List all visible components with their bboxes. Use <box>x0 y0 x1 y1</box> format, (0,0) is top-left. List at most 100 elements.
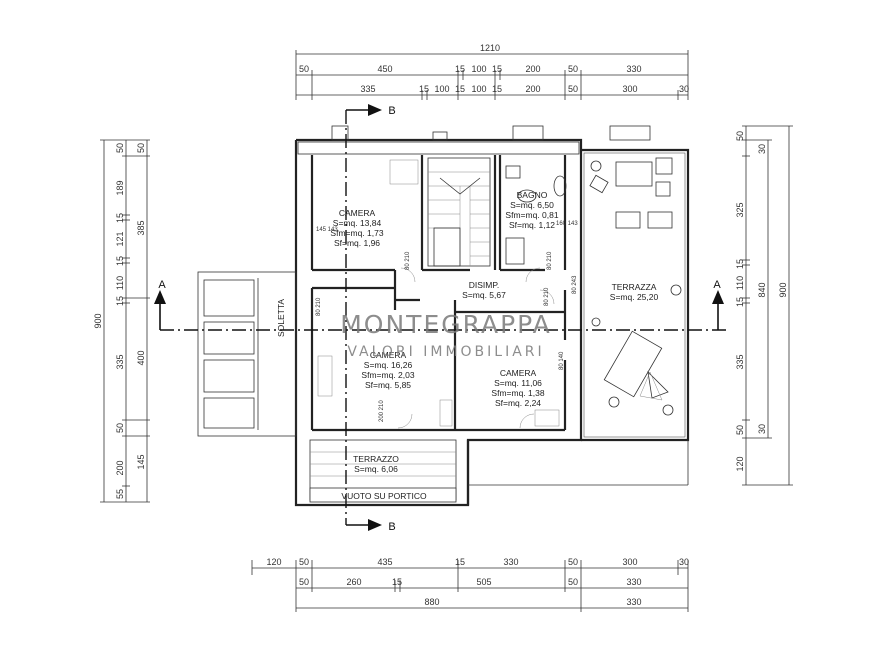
dim-left-o0: 50 <box>115 143 125 153</box>
dim-top-r2-4: 100 <box>471 84 486 94</box>
section-a-right: A <box>713 279 721 291</box>
dim-top-r2-9: 30 <box>679 84 689 94</box>
left-dimensions: 900 50 189 15 121 15 110 15 335 50 200 5… <box>93 139 150 503</box>
room-terrazzo-name: TERRAZZO <box>353 454 399 464</box>
dim-bot-r1-1: 50 <box>299 557 309 567</box>
dim-top-r1-5: 200 <box>525 64 540 74</box>
section-lines <box>154 104 728 531</box>
dim-top-r1-4: 15 <box>492 64 502 74</box>
dim-right-o8: 50 <box>735 425 745 435</box>
dim-left-o8: 50 <box>115 423 125 433</box>
room-camera-1-sf: Sf=mq. 1,96 <box>334 238 380 248</box>
room-disimp-s: S=mq. 5,67 <box>462 290 506 300</box>
opening-1: 80 210 <box>405 251 411 270</box>
dim-top-r1-2: 15 <box>455 64 465 74</box>
room-disimp-name: DISIMP. <box>469 280 500 290</box>
watermark-title: MONTEGRAPPA <box>340 310 552 339</box>
dim-bot-r3-1: 330 <box>626 597 641 607</box>
dim-left-o4: 15 <box>115 256 125 266</box>
dim-right-o4: 110 <box>735 276 745 290</box>
opening-6: 80 210 <box>544 287 550 306</box>
section-a-left: A <box>158 279 166 291</box>
room-camera-3-sf: Sf=mq. 2,24 <box>495 398 541 408</box>
dim-left-i3: 145 <box>136 454 146 469</box>
dim-top-r1-1: 450 <box>377 64 392 74</box>
right-dimensions: 50 30 325 15 110 15 335 30 50 120 840 90… <box>735 125 793 486</box>
dim-right-o2: 325 <box>735 202 745 217</box>
room-bagno: BAGNO S=mq. 6,50 Sfm=mq. 0,81 Sf=mq. 1,1… <box>505 190 558 230</box>
dim-right-o1: 30 <box>757 144 767 154</box>
room-terrazzo-s: S=mq. 6,06 <box>354 464 398 474</box>
opening-8: 80 140 <box>559 351 565 370</box>
dim-top-r2-3: 15 <box>455 84 465 94</box>
room-camera-2-name: CAMERA <box>370 350 407 360</box>
room-camera-1-name: CAMERA <box>339 208 376 218</box>
opening-5: 160 143 <box>556 221 578 227</box>
opening-tags: 145 143 80 210 80 210 80 210 80 243 160 … <box>316 221 578 422</box>
dim-bot-r3-0: 880 <box>424 597 439 607</box>
dim-bot-r1-5: 50 <box>568 557 578 567</box>
dim-left-o1: 189 <box>115 180 125 195</box>
room-camera-3-sfm: Sfm=mq. 1,38 <box>491 388 544 398</box>
room-terrazza-s: S=mq. 25,20 <box>610 292 659 302</box>
dim-top-r1-0: 50 <box>299 64 309 74</box>
dim-bot-r2-0: 50 <box>299 577 309 587</box>
dim-top-r2-2: 100 <box>434 84 449 94</box>
room-camera-2: CAMERA S=mq. 16,26 Sfm=mq. 2,03 Sf=mq. 5… <box>361 350 414 390</box>
walls <box>197 125 690 507</box>
dim-left-o3: 121 <box>115 231 125 246</box>
dim-bot-r1-3: 15 <box>455 557 465 567</box>
opening-4: 80 243 <box>572 275 578 294</box>
room-camera-2-s: S=mq. 16,26 <box>364 360 413 370</box>
dim-bot-r2-4: 50 <box>568 577 578 587</box>
room-bagno-sf: Sf=mq. 1,12 <box>509 220 555 230</box>
room-camera-3-s: S=mq. 11,06 <box>494 378 542 388</box>
dim-bot-r1-0: 120 <box>266 557 281 567</box>
dim-bot-r1-2: 435 <box>377 557 392 567</box>
room-terrazza: TERRAZZA S=mq. 25,20 <box>610 282 659 302</box>
room-bagno-s: S=mq. 6,50 <box>510 200 554 210</box>
bottom-dimensions: 120 50 435 15 330 50 300 30 50 260 15 50… <box>251 557 689 612</box>
dim-top-overall: 1210 <box>480 43 500 53</box>
dim-top-r1-7: 330 <box>626 64 641 74</box>
dim-left-overall: 900 <box>93 313 103 328</box>
dim-left-o2: 15 <box>115 213 125 223</box>
soletta-label: SOLETTA <box>276 299 286 337</box>
room-terrazzo: TERRAZZO S=mq. 6,06 <box>353 454 399 474</box>
opening-7: 200 210 <box>379 400 385 422</box>
dim-left-o6: 15 <box>115 296 125 306</box>
room-bagno-sfm: Sfm=mq. 0,81 <box>505 210 558 220</box>
dim-left-o9: 200 <box>115 460 125 475</box>
dim-right-o6: 335 <box>735 354 745 369</box>
room-camera-2-sf: Sf=mq. 5,85 <box>365 380 411 390</box>
dim-right-o9: 120 <box>735 456 745 471</box>
dim-left-i1: 385 <box>136 220 146 235</box>
room-terrazza-name: TERRAZZA <box>612 282 657 292</box>
dim-bot-r2-2: 15 <box>392 577 402 587</box>
dim-bot-r1-4: 330 <box>503 557 518 567</box>
dim-bot-r1-7: 30 <box>679 557 689 567</box>
top-dimensions: 1210 50 450 15 100 15 200 50 330 335 15 … <box>295 43 689 100</box>
dim-left-i0: 50 <box>136 143 146 153</box>
section-b-top: B <box>388 105 395 117</box>
opening-2: 80 210 <box>547 251 553 270</box>
dim-right-o3: 15 <box>735 259 745 269</box>
dim-top-r2-7: 50 <box>568 84 578 94</box>
dim-bot-r2-5: 330 <box>626 577 641 587</box>
dim-left-o5: 110 <box>115 276 125 290</box>
dim-bot-r2-3: 505 <box>476 577 491 587</box>
dim-top-r2-8: 300 <box>622 84 637 94</box>
room-camera-3: CAMERA S=mq. 11,06 Sfm=mq. 1,38 Sf=mq. 2… <box>491 368 544 408</box>
dim-right-o7: 30 <box>757 424 767 434</box>
dim-top-r2-1: 15 <box>419 84 429 94</box>
dim-top-r1-3: 100 <box>471 64 486 74</box>
dim-top-r2-0: 335 <box>360 84 375 94</box>
room-camera-2-sfm: Sfm=mq. 2,03 <box>361 370 414 380</box>
dim-right-o5: 15 <box>735 297 745 307</box>
vuoto-label: VUOTO SU PORTICO <box>341 491 427 501</box>
section-b-bottom: B <box>388 521 395 533</box>
dim-right-i0: 840 <box>757 282 767 297</box>
room-camera-3-name: CAMERA <box>500 368 537 378</box>
opening-0: 145 143 <box>316 227 338 233</box>
